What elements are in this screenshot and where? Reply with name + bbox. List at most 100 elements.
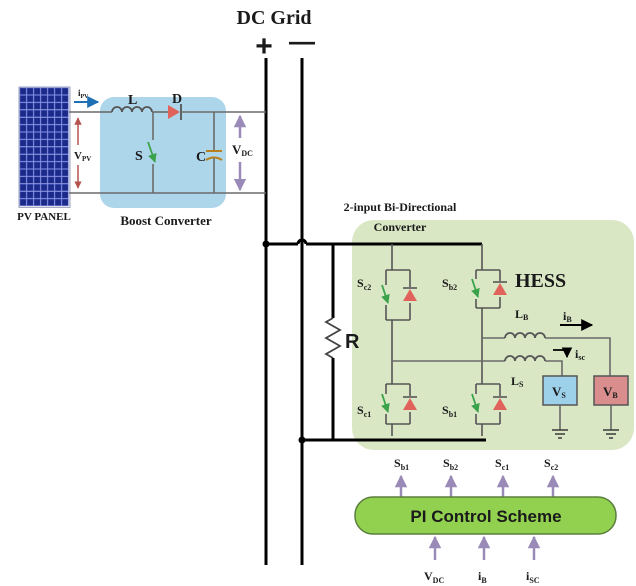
pv-cell	[33, 109, 41, 118]
pv-cell	[40, 161, 48, 169]
node-top-left	[262, 240, 270, 248]
pv-cell	[61, 176, 69, 184]
pv-panel-label: PV PANEL	[17, 211, 71, 223]
pv-cell	[26, 132, 34, 140]
pv-cell	[40, 183, 48, 192]
pv-cell	[47, 117, 55, 125]
pi-control-scheme	[354, 496, 617, 535]
pv-cell	[61, 102, 69, 110]
pv-cell	[33, 198, 41, 206]
minus-sign: —	[289, 26, 315, 56]
pv-cell	[26, 146, 34, 155]
pv-cell	[33, 124, 41, 132]
pv-cell	[54, 161, 62, 169]
pv-cell	[54, 146, 62, 155]
boost-cap-plate2	[205, 156, 223, 161]
pv-cell	[54, 132, 62, 140]
gate-signal-sc1: Sc1	[495, 456, 510, 497]
pv-cell	[33, 139, 41, 147]
dc-grid-title: DC Grid	[237, 7, 312, 29]
pv-cell	[54, 102, 62, 110]
svg-text:iSC: iSC	[526, 569, 540, 585]
controller-input-isc: iSC	[526, 535, 541, 585]
boost-switch-blade	[147, 141, 157, 163]
pv-cell	[47, 102, 55, 110]
pv-cell	[61, 139, 69, 147]
pv-cell	[26, 87, 34, 95]
pv-cell	[61, 169, 69, 177]
pv-cell	[33, 176, 41, 184]
svg-text:Sb1: Sb1	[394, 456, 409, 472]
pv-cell	[54, 169, 62, 177]
pv-cell	[33, 161, 41, 169]
ls-to-vs-wire	[545, 360, 563, 376]
pv-cell	[19, 139, 27, 147]
vdc-label: VDC	[232, 142, 253, 158]
pv-cell	[47, 161, 55, 169]
resistor-label: R	[345, 331, 360, 353]
isc-label: isc	[575, 347, 585, 362]
pv-cell	[19, 198, 27, 206]
pv-cell	[33, 191, 41, 199]
pv-cell	[40, 139, 48, 147]
pv-cell	[47, 154, 55, 162]
vs-ground-icon	[552, 429, 568, 439]
node-bottom-left	[298, 436, 306, 444]
pv-cell	[26, 198, 34, 206]
top-rail-hop	[296, 238, 308, 245]
pv-cell	[26, 161, 34, 169]
pv-cell	[54, 139, 62, 147]
pv-cell	[19, 176, 27, 184]
gate-signal-sb2: Sb2	[443, 456, 458, 497]
pv-cell	[26, 95, 34, 103]
pv-cell	[33, 169, 41, 177]
pv-cell	[47, 146, 55, 155]
vs-label: VS	[552, 384, 566, 400]
pv-cell	[61, 161, 69, 169]
pv-cell	[19, 132, 27, 140]
pv-cell	[26, 139, 34, 147]
pv-cell	[47, 87, 55, 95]
pv-cell	[33, 87, 41, 95]
pv-cell	[40, 109, 48, 118]
vb-label: VB	[603, 384, 618, 400]
gate-signal-sb1: Sb1	[394, 456, 409, 497]
pv-cell	[54, 183, 62, 192]
pv-cell	[47, 198, 55, 206]
pv-cell	[47, 139, 55, 147]
boost-inductor	[111, 106, 153, 113]
pv-cell	[33, 146, 41, 155]
pv-cell	[40, 117, 48, 125]
lb-to-vb-wire	[545, 337, 611, 376]
switch-sc1	[381, 372, 417, 436]
svg-text:VDC: VDC	[424, 569, 444, 585]
pv-cell	[54, 95, 62, 103]
boost-switch-label: S	[135, 149, 143, 164]
pv-cell	[54, 117, 62, 125]
switch-legs	[381, 244, 507, 436]
pv-cell	[61, 191, 69, 199]
pv-cell	[19, 102, 27, 110]
pv-cell	[61, 124, 69, 132]
ib-label: iB	[563, 309, 572, 324]
boost-cap-label: C	[196, 150, 206, 165]
pv-cell	[47, 109, 55, 118]
pv-cell	[33, 183, 41, 192]
pv-cell	[19, 161, 27, 169]
pv-cell	[47, 183, 55, 192]
pv-cell	[40, 95, 48, 103]
ls-label: LS	[511, 374, 524, 389]
bidirectional-label-line1: 2-input Bi-Directional	[344, 200, 457, 214]
pv-cell	[26, 176, 34, 184]
pv-cell	[19, 183, 27, 192]
pv-cell	[61, 183, 69, 192]
pv-cell	[40, 146, 48, 155]
boost-inductor-label: L	[128, 93, 137, 108]
hess-box	[352, 220, 634, 450]
pv-cell	[40, 169, 48, 177]
pv-cell	[19, 146, 27, 155]
pv-cell	[47, 132, 55, 140]
pv-cell	[19, 154, 27, 162]
pv-cell	[40, 132, 48, 140]
svg-text:Sb2: Sb2	[443, 456, 458, 472]
